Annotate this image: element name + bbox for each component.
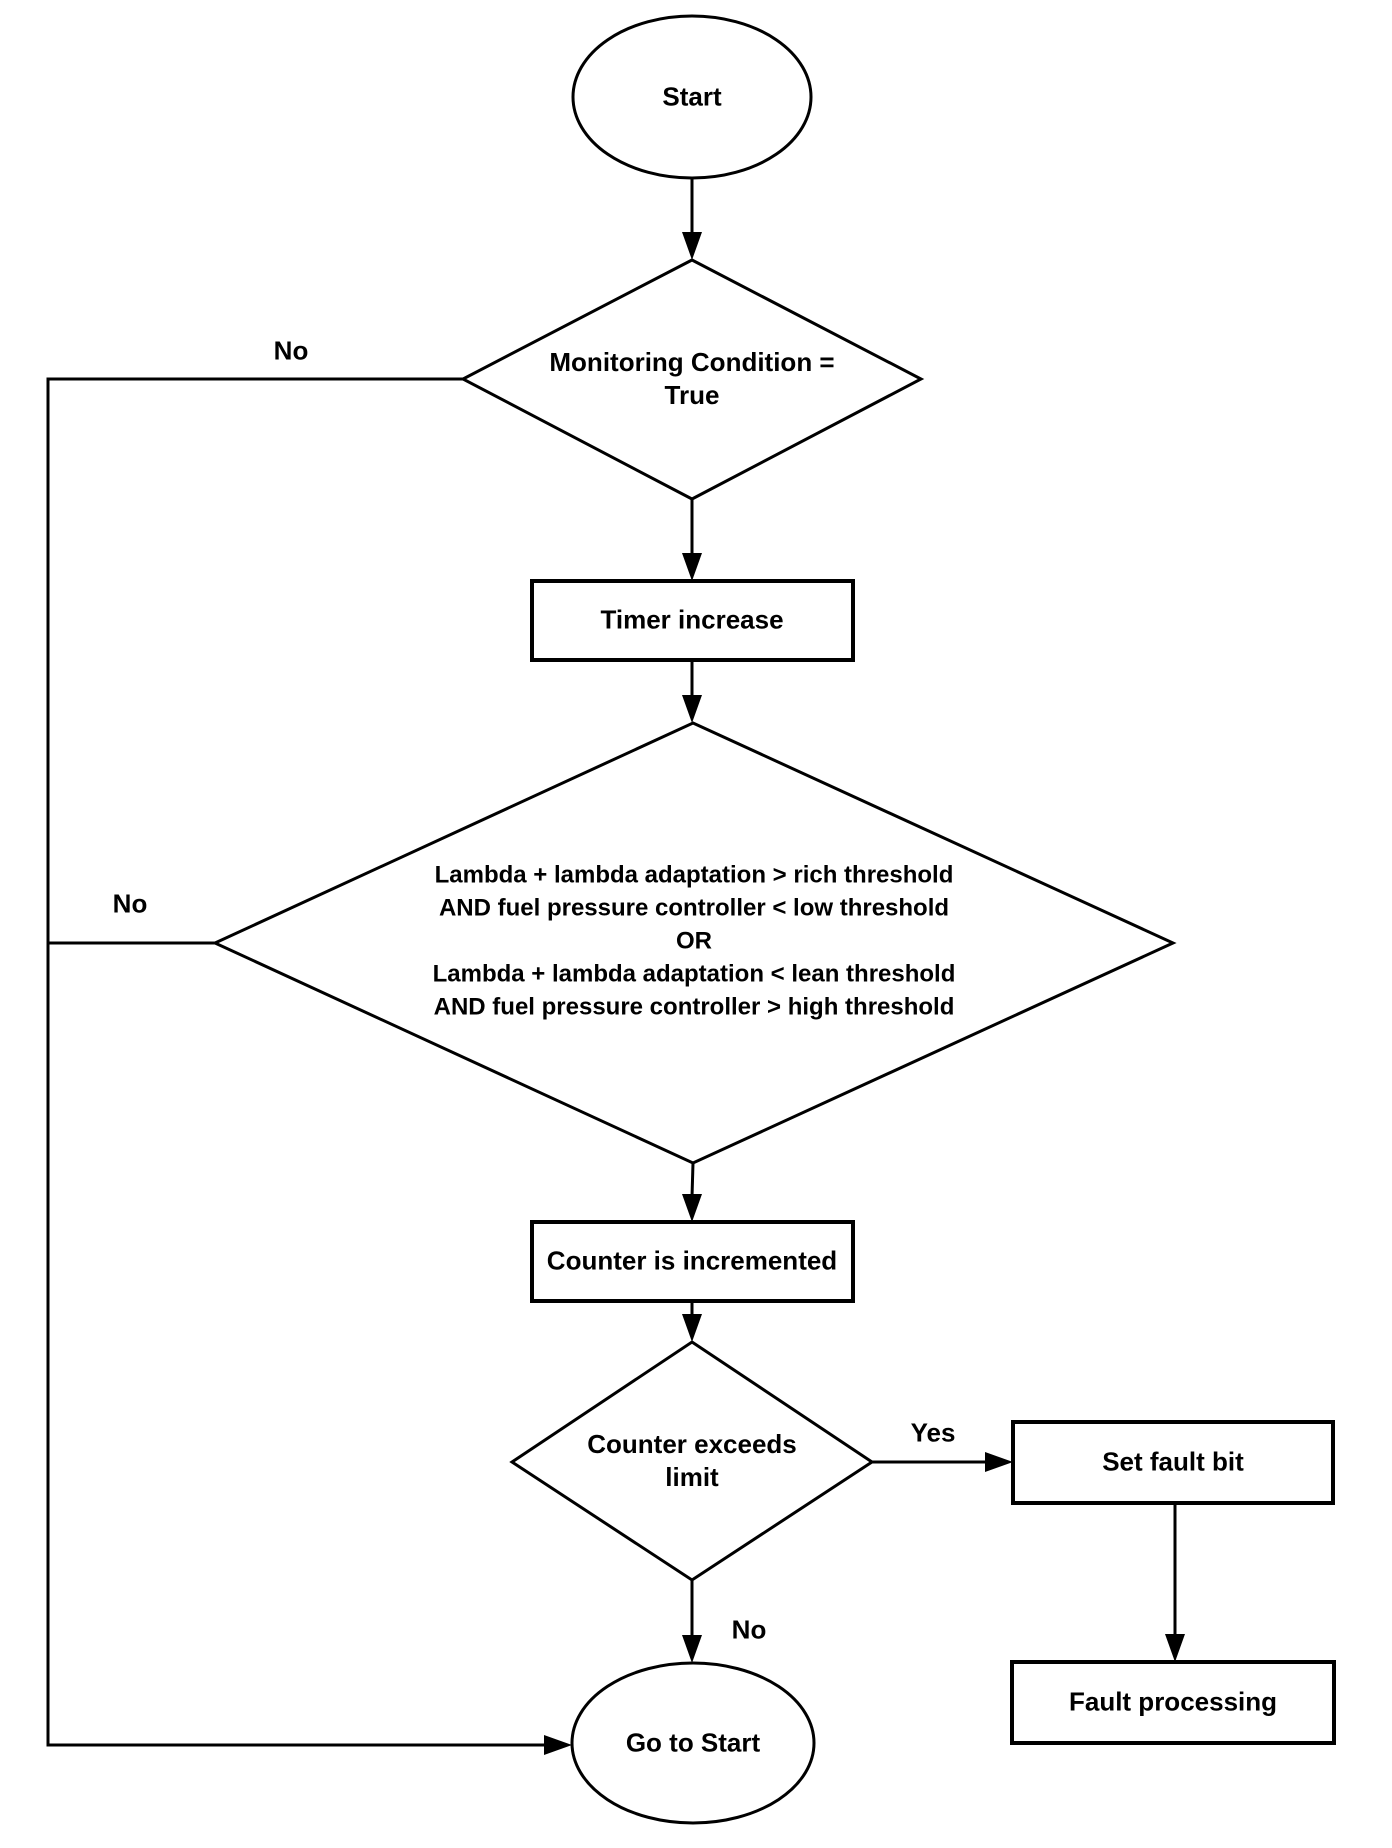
fault-processing-label: Fault processing <box>1068 1686 1278 1717</box>
monitoring-decision-shape <box>459 258 925 501</box>
arrowhead-right-icon <box>544 1735 572 1755</box>
goto-start-label: Go to Start <box>625 1727 761 1758</box>
goto-start-terminator-shape <box>570 1661 816 1825</box>
edge-lambda-to-counter <box>690 1162 695 1198</box>
arrowhead-right-icon <box>985 1452 1013 1472</box>
monitoring-decision-line1: Monitoring Condition = <box>549 347 835 377</box>
counter-decision-line2: limit <box>665 1462 719 1492</box>
arrowhead-down-icon <box>682 695 702 723</box>
monitoring-decision-line2: True <box>664 380 720 410</box>
lambda-decision-line1: Lambda + lambda adaptation > rich thresh… <box>434 861 954 889</box>
arrowhead-down-icon <box>682 553 702 581</box>
arrowhead-down-icon <box>682 1314 702 1342</box>
monitoring-decision-label: Monitoring Condition = True <box>549 346 834 412</box>
set-fault-bit-label: Set fault bit <box>1102 1446 1244 1477</box>
fault-processing-shape <box>1010 1660 1336 1745</box>
arrowhead-down-icon <box>682 1194 702 1222</box>
arrowhead-down-icon <box>1165 1634 1185 1662</box>
counter-incremented-shape <box>530 1220 855 1303</box>
counter-yes-label: Yes <box>910 1417 956 1448</box>
lambda-decision-line4: Lambda + lambda adaptation < lean thresh… <box>432 960 956 988</box>
start-label: Start <box>662 81 722 112</box>
lambda-decision-shape <box>211 721 1177 1165</box>
counter-decision-label: Counter exceeds limit <box>587 1428 797 1494</box>
counter-no-label: No <box>731 1614 767 1645</box>
edge-monitoring-no-trunk <box>46 377 547 1747</box>
timer-increase-shape <box>530 579 855 662</box>
lambda-decision-line3: OR <box>676 927 712 955</box>
arrowhead-down-icon <box>682 232 702 260</box>
counter-incremented-label: Counter is incremented <box>546 1245 838 1276</box>
start-terminator-shape <box>571 14 813 180</box>
counter-decision-shape <box>509 1340 875 1582</box>
counter-decision-line1: Counter exceeds <box>587 1429 797 1459</box>
lambda-decision-label: Lambda + lambda adaptation > rich thresh… <box>433 859 956 1024</box>
lambda-no-label: No <box>112 888 148 919</box>
set-fault-bit-shape <box>1011 1420 1335 1505</box>
lambda-decision-line2: AND fuel pressure controller < low thres… <box>438 894 950 922</box>
timer-increase-label: Timer increase <box>600 604 784 635</box>
lambda-decision-line5: AND fuel pressure controller > high thre… <box>433 993 955 1021</box>
monitoring-no-label: No <box>273 335 309 366</box>
arrowhead-down-icon <box>682 1635 702 1663</box>
